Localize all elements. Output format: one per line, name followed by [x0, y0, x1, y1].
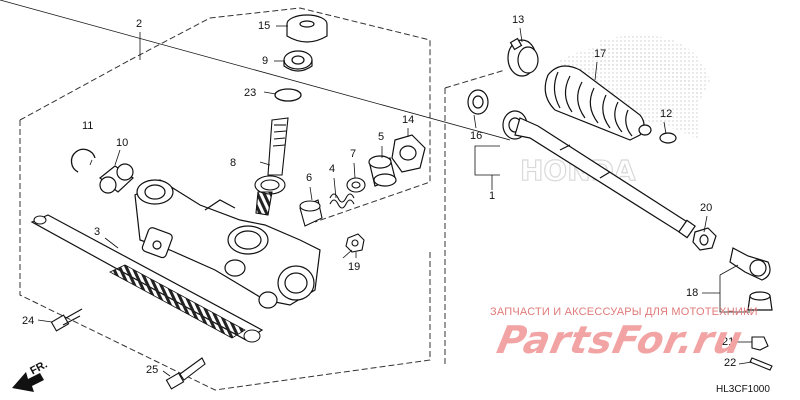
callout-12: 12: [660, 108, 673, 120]
callout-6: 6: [306, 172, 313, 184]
callout-7: 7: [350, 148, 357, 160]
callout-11: 11: [82, 120, 94, 132]
tie-rod-end-18: [729, 247, 773, 311]
dust-cap-15: [286, 14, 328, 43]
assembly-frame-left: [19, 7, 431, 391]
inner-tie-rod-16: [467, 89, 489, 115]
pinion-shaft-8: [254, 117, 289, 216]
rack-guide-6: [299, 199, 323, 227]
callout-5: 5: [378, 131, 385, 143]
nut-19: [345, 233, 365, 253]
assembly-frame-right: [444, 69, 506, 365]
callout-10: 10: [116, 137, 129, 149]
callout-9: 9: [262, 55, 269, 67]
watermark-logo: PartsFor.ru: [493, 318, 747, 362]
gearbox-housing: [134, 179, 321, 309]
adjusting-screw-5: [368, 155, 397, 187]
callout-4: 4: [329, 163, 336, 175]
callout-22: 22: [724, 357, 737, 369]
callout-23: 23: [244, 87, 257, 99]
callout-14: 14: [402, 114, 415, 126]
callout-16: 16: [470, 130, 483, 142]
tie-rod-1: [502, 110, 696, 239]
callout-25: 25: [146, 364, 159, 376]
callout-13: 13: [512, 14, 525, 26]
diagram-code: HL3CF1000: [716, 384, 770, 395]
locknut-20: [692, 227, 717, 251]
rack-bar: [30, 214, 264, 343]
bolt-25: [165, 357, 206, 390]
bolt-24: [50, 308, 83, 332]
watermark-tagline: ЗАПЧАСТИ И АКСЕССУАРЫ ДЛЯ МОТОТЕХНИКИ: [490, 306, 758, 318]
callout-17: 17: [594, 48, 607, 60]
callout-2: 2: [136, 18, 143, 30]
circlip-11: [70, 148, 96, 173]
front-arrow-icon: [12, 372, 44, 392]
callout-3: 3: [94, 226, 101, 238]
oil-seal-9: [283, 50, 313, 72]
locknut-14: [391, 134, 426, 173]
cotter-pin-22: [749, 357, 773, 371]
washer-7b: [346, 177, 366, 193]
castle-nut-21: [751, 336, 769, 351]
callout-21: 21: [722, 336, 735, 348]
snap-ring-23: [274, 88, 302, 102]
leader-lines: [0, 0, 753, 377]
callout-24: 24: [22, 315, 35, 327]
callout-8: 8: [230, 157, 237, 169]
callout-19: 19: [348, 261, 361, 273]
boot-clamp-13: [507, 37, 539, 77]
callout-1: 1: [489, 190, 496, 202]
callout-18: 18: [686, 287, 699, 299]
clamp-12: [659, 132, 677, 144]
bellows-boot-17: [544, 65, 652, 141]
bushing-10: [99, 163, 134, 194]
callout-15: 15: [258, 20, 271, 32]
spring-7: [329, 193, 355, 209]
callout-20: 20: [700, 202, 713, 214]
